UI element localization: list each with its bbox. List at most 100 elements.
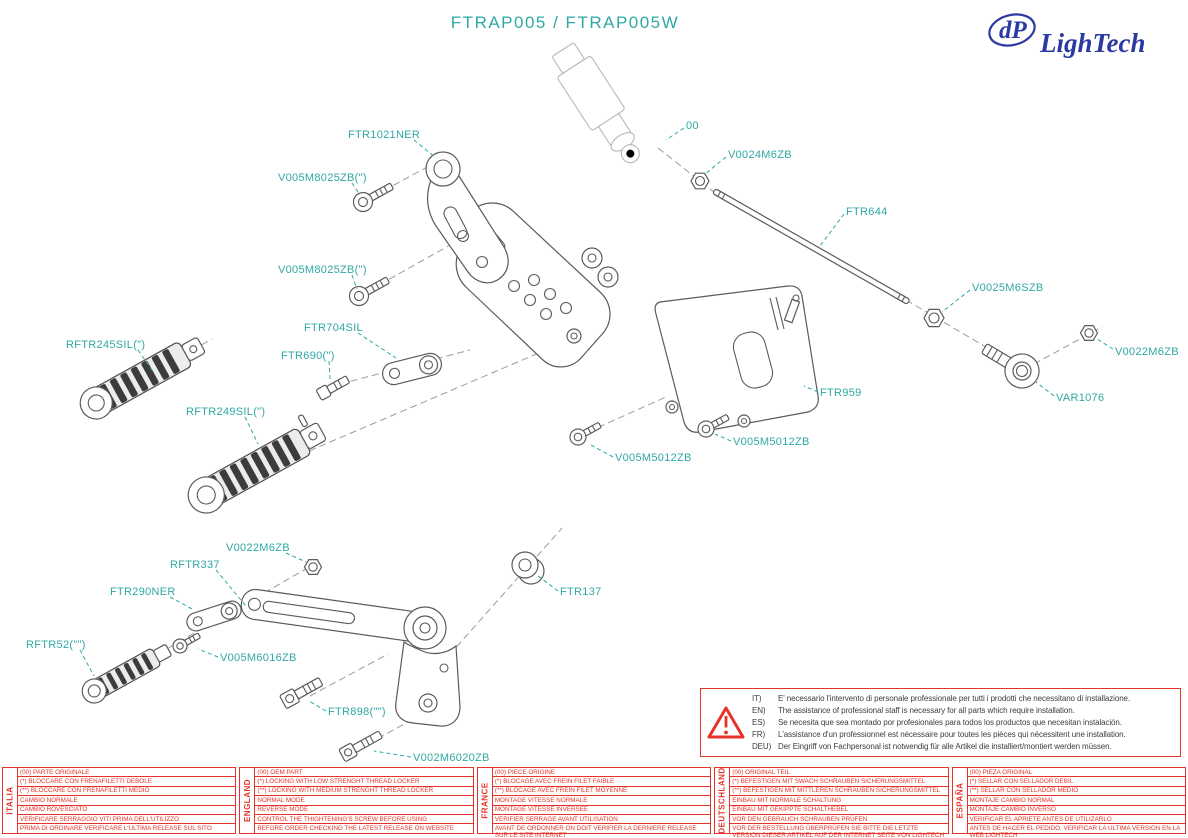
legend-country-strip: DEUTSCHLAND [715, 767, 731, 834]
legend-tables: ITALIA (00) PARTE ORIGINALE (*) BLOCCARE… [2, 767, 1187, 838]
legend-row: (00) OEM PART [257, 768, 303, 776]
legend-rows: (00) PARTE ORIGINALE (*) BLOCCARE CON FR… [18, 768, 236, 833]
part-drawing-ftr704sil [381, 352, 443, 386]
part-drawing-rftr245sil [79, 337, 206, 420]
legend-rows: (00) OEM PART (*) LOCKING WITH LOW STREN… [255, 768, 473, 833]
legend-table-deutschland: DEUTSCHLAND (00) ORIGINAL TEIL (*) BEFES… [714, 767, 949, 838]
part-drawing-v005m6016zb [172, 632, 201, 654]
part-drawing-ftr137 [511, 551, 545, 585]
legend-row: CAMBIO NORMALE [18, 795, 236, 804]
legend-row: (**) BEFESTIGEN MIT MITTLEREN SCHRAUBEN … [730, 785, 948, 795]
warning-line-en: EN) The assistance of professional staff… [752, 705, 1075, 715]
lightech-logo-graphic: dP LighTech [988, 13, 1146, 58]
part-drawing-rftr337 [240, 588, 461, 727]
part-label-rftr337: RFTR337 [170, 559, 220, 571]
part-drawing-rftr52 [81, 644, 172, 704]
lightech-logo-mark: dP [988, 13, 1036, 47]
warning-line-deu: DEU) Der Eingriff von Fachpersonal ist n… [752, 741, 1112, 751]
installation-warning-box: IT) E' necessario l'intervento di person… [700, 688, 1181, 757]
part-label-ftr704sil: FTR704SIL [304, 322, 363, 334]
legend-row: VOR DEN GEBRAUCH SCHRAUBEN PRÜFEN [730, 814, 948, 823]
legend-row: BEFORE ORDER CHECKING THE LATEST RELEASE… [255, 823, 473, 833]
part-label-v002m6020zb: V002M6020ZB [413, 752, 490, 764]
legend-row: VERIFICARE SERRAGGIO VITI PRIMA DELL'UTI… [18, 814, 236, 823]
page-title: FTRAP005 / FTRAP005W [450, 13, 680, 32]
legend-row: MONTAGE VITESSE NORMALE [492, 795, 711, 804]
part-drawing-oem-master-cylinder [552, 42, 640, 164]
part-label-rftr245sil: RFTR245SIL(") [66, 339, 146, 351]
legend-row: EINBAU MIT GEKIPPTE SCHALTHEBEL [730, 804, 948, 814]
part-label-oem-00: 00 [686, 120, 699, 132]
legend-row: CONTROL THE THIGHTENING'S SCREW BEFORE U… [255, 814, 473, 823]
legend-rows: (00) ORIGINAL TEIL (*) BEFESTIGEN MIT SW… [730, 768, 948, 838]
part-drawing-v002m6020zb [338, 730, 383, 762]
legend-country-strip: ENGLAND [240, 768, 256, 833]
part-drawing-ftr644 [712, 188, 910, 305]
warning-text-lines: IT) E' necessario l'intervento di person… [752, 693, 1175, 753]
legend-row: PRIMA DI ORDINARE VERIFICARE L'ULTIMA RE… [18, 823, 236, 833]
part-label-ftr690: FTR690(") [281, 350, 335, 362]
part-drawing-var1076 [981, 343, 1040, 389]
legend-row: (00) PIEZA ORIGINAL [969, 768, 1033, 776]
legend-row: (**) BLOCCARE CON FRENAFILETTI MEDIO [18, 785, 236, 795]
part-drawing-ftr959 [654, 285, 819, 433]
part-drawing-ftr690 [316, 375, 350, 401]
legend-row: (*) BEFESTIGEN MIT SWACH SCHRAUBEN SICHE… [730, 776, 948, 785]
part-drawing-v005m5012zb-1 [569, 422, 602, 446]
legend-row: MONTAJE CAMBIO NORMAL [967, 795, 1186, 804]
legend-country-label: ENGLAND [242, 778, 252, 823]
part-label-v0022m6zb-2: V0022M6ZB [1115, 346, 1179, 358]
part-label-rftr249sil: RFTR249SIL(") [186, 406, 266, 418]
legend-rows: (00) PIECE ORIGINE (*) BLOCAGE AVEC FREI… [492, 768, 711, 838]
lightech-logo-text: LighTech [1039, 28, 1146, 58]
part-drawing-ftr290ner [186, 600, 242, 632]
legend-row: REVERSE MODE [255, 804, 473, 814]
part-drawing-v0022m6zb-left [303, 559, 323, 575]
legend-row: VOR DER BESTELLUNG ÜBERPRÜFEN SIE BITTE … [730, 823, 948, 838]
legend-row: VERIFICAR EL APRIETE ANTES DE UTILIZARLO [967, 814, 1186, 823]
legend-row: MONTAGE VITESSE INVERSEE [492, 804, 711, 814]
legend-row: CAMBIO ROVESCIATO [18, 804, 236, 814]
legend-country-label: FRANCE [480, 782, 490, 819]
part-drawing-rftr249sil [187, 414, 327, 514]
part-drawing-ftr1021ner [425, 151, 619, 368]
legend-table-england: ENGLAND (00) OEM PART (*) LOCKING WITH L… [239, 767, 474, 834]
part-label-v005m8025zb-2: V005M8025ZB(") [278, 264, 367, 276]
warning-line-es: ES) Se necesita que sea montado por prof… [752, 717, 1122, 727]
part-drawing-v0022m6zb-right [1079, 325, 1099, 341]
legend-country-strip: ESPAÑA [953, 768, 968, 833]
legend-country-strip: ITALIA [3, 768, 18, 833]
part-label-v005m6016zb: V005M6016ZB [220, 652, 297, 664]
legend-row: EINBAU MIT NORMALE SCHALTUNG [730, 795, 948, 804]
legend-row: (*) BLOCAGE AVEC FREIN FILET FAIBLE [492, 776, 711, 785]
legend-row: (*) SELLAR CON SELLADOR DEBIL [967, 776, 1186, 785]
label-leader-lines [79, 127, 1114, 758]
legend-row: (**) LOCKING WITH MEDIUM STRENGHT THREAD… [255, 785, 473, 795]
legend-country-strip: FRANCE [478, 768, 493, 833]
legend-row: ANTES DE HACER EL PEDIDO, VERIFICAR LA U… [967, 823, 1186, 838]
part-drawing-v005m8025zb-2 [348, 276, 390, 307]
warning-line-fr: FR) L'assistance d'un professionnel est … [752, 729, 1126, 739]
legend-table-italia: ITALIA (00) PARTE ORIGINALE (*) BLOCCARE… [2, 767, 237, 834]
part-label-v005m5012zb-2: V005M5012ZB [733, 436, 810, 448]
legend-table-espana: ESPAÑA (00) PIEZA ORIGINAL (*) SELLAR CO… [951, 767, 1187, 838]
legend-row: MONTAJE CAMBIO INVERSO [967, 804, 1186, 814]
part-drawing-v005m5012zb-2 [697, 414, 730, 438]
legend-table-france: FRANCE (00) PIECE ORIGINE (*) BLOCAGE AV… [476, 767, 712, 838]
legend-row: (**) BLOCAGE AVEC FREIN FILET MOYENNE [492, 785, 711, 795]
part-label-var1076: VAR1076 [1056, 392, 1105, 404]
legend-row: VERIFIER SERRAGE AVANT UTILISATION [492, 814, 711, 823]
part-drawing-v0024m6zb [690, 172, 710, 190]
legend-row: (**) SELLAR CON SELLADOR MEDIO [967, 785, 1186, 795]
legend-row: AVANT DE ORDONNER ON DOIT VERIFIER LA DE… [492, 823, 711, 838]
legend-row: (*) LOCKING WITH LOW STRENGHT THREAD LOC… [255, 776, 473, 785]
part-label-v0025m6szb: V0025M6SZB [972, 282, 1044, 294]
legend-row: NORMAL MODE [255, 795, 473, 804]
part-label-ftr898: FTR898("") [328, 706, 386, 718]
part-label-ftr644: FTR644 [846, 206, 888, 218]
lightech-logo: dP LighTech [982, 8, 1172, 65]
warning-line-it: IT) E' necessario l'intervento di person… [752, 693, 1131, 703]
part-label-rftr52: RFTR52("") [26, 639, 86, 651]
